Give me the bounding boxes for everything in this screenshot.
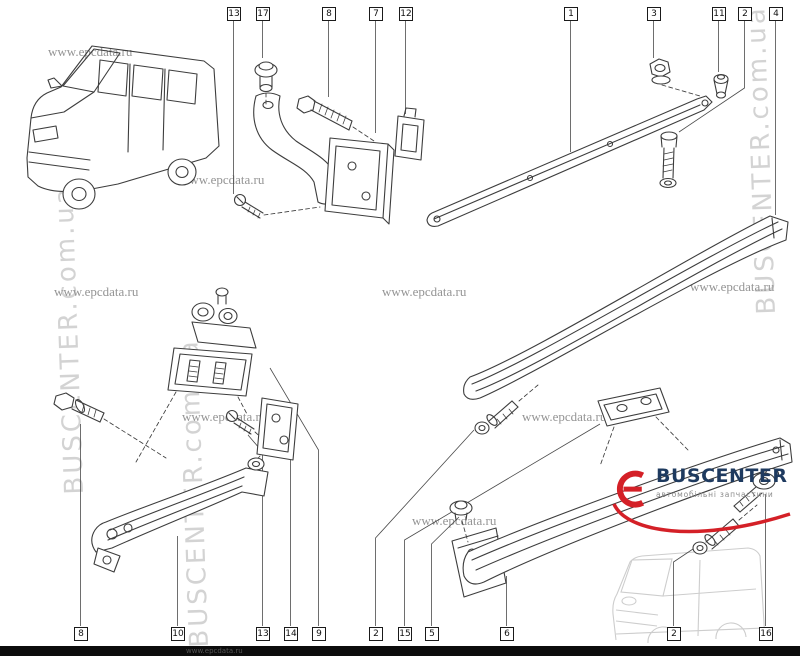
part-callout[interactable]: 12	[399, 7, 413, 21]
part-callout[interactable]: 2	[369, 627, 383, 641]
part-callout[interactable]: 8	[74, 627, 88, 641]
part-callout[interactable]: 9	[312, 627, 326, 641]
lower-hinge-assembly	[53, 287, 299, 573]
leader-lines	[80, 21, 776, 626]
part-callout[interactable]: 2	[738, 7, 752, 21]
watermark-epcdata: www.epcdata.ru	[690, 279, 775, 294]
logo-name: BUSCENTER	[656, 465, 788, 487]
lower-rail-assembly	[449, 437, 793, 598]
watermark-epcdata: www.epcdata.ru	[48, 44, 133, 59]
watermark-epcdata: www.epcdata.ru	[54, 284, 139, 299]
bottom-bar: www.epcdata.ru	[0, 646, 800, 656]
buscenter-logo-mark	[616, 470, 645, 508]
part-callout[interactable]: 3	[647, 7, 661, 21]
part-callout[interactable]: 13	[256, 627, 270, 641]
watermark-epcdata: www.epcdata.ru	[382, 284, 467, 299]
mounting-bracket	[597, 387, 689, 467]
part-callout[interactable]: 2	[667, 627, 681, 641]
part-callout[interactable]: 8	[322, 7, 336, 21]
watermark-epcdata: www.epcdata.ru	[522, 409, 607, 424]
watermark-epcdata: www.epcdata.ru	[180, 172, 265, 187]
part-callout[interactable]: 5	[425, 627, 439, 641]
watermark-epcdata: www.epcdata.ru	[412, 513, 497, 528]
part-callout[interactable]: 13	[227, 7, 241, 21]
faded-van-sketch	[612, 547, 766, 644]
part-callout[interactable]: 7	[369, 7, 383, 21]
logo-swoosh	[612, 503, 791, 534]
part-callout[interactable]: 17	[256, 7, 270, 21]
part-callout[interactable]: 4	[769, 7, 783, 21]
part-callout[interactable]: 14	[284, 627, 298, 641]
part-callout[interactable]: 1	[564, 7, 578, 21]
part-callout[interactable]: 10	[171, 627, 185, 641]
watermark-epcdata: www.epcdata.ru	[182, 409, 267, 424]
part-callout[interactable]: 6	[500, 627, 514, 641]
bottom-bar-site-text: www.epcdata.ru	[186, 647, 243, 655]
logo-tagline: автомобільні запчастини	[656, 489, 774, 499]
part-callout[interactable]: 15	[398, 627, 412, 641]
van-illustration	[26, 45, 220, 210]
middle-rail-screw	[474, 384, 539, 435]
middle-rail	[463, 215, 789, 400]
upper-rail-assembly	[426, 58, 729, 227]
part-callout[interactable]: 16	[759, 627, 773, 641]
logo-text-block: BUSCENTER автомобільні запчастини	[656, 466, 788, 499]
upper-guide-bracket-assembly	[233, 61, 425, 225]
lower-rail-bolts	[692, 467, 780, 555]
buscenter-logo: BUSCENTER автомобільні запчастини	[608, 466, 788, 514]
part-callout[interactable]: 11	[712, 7, 726, 21]
